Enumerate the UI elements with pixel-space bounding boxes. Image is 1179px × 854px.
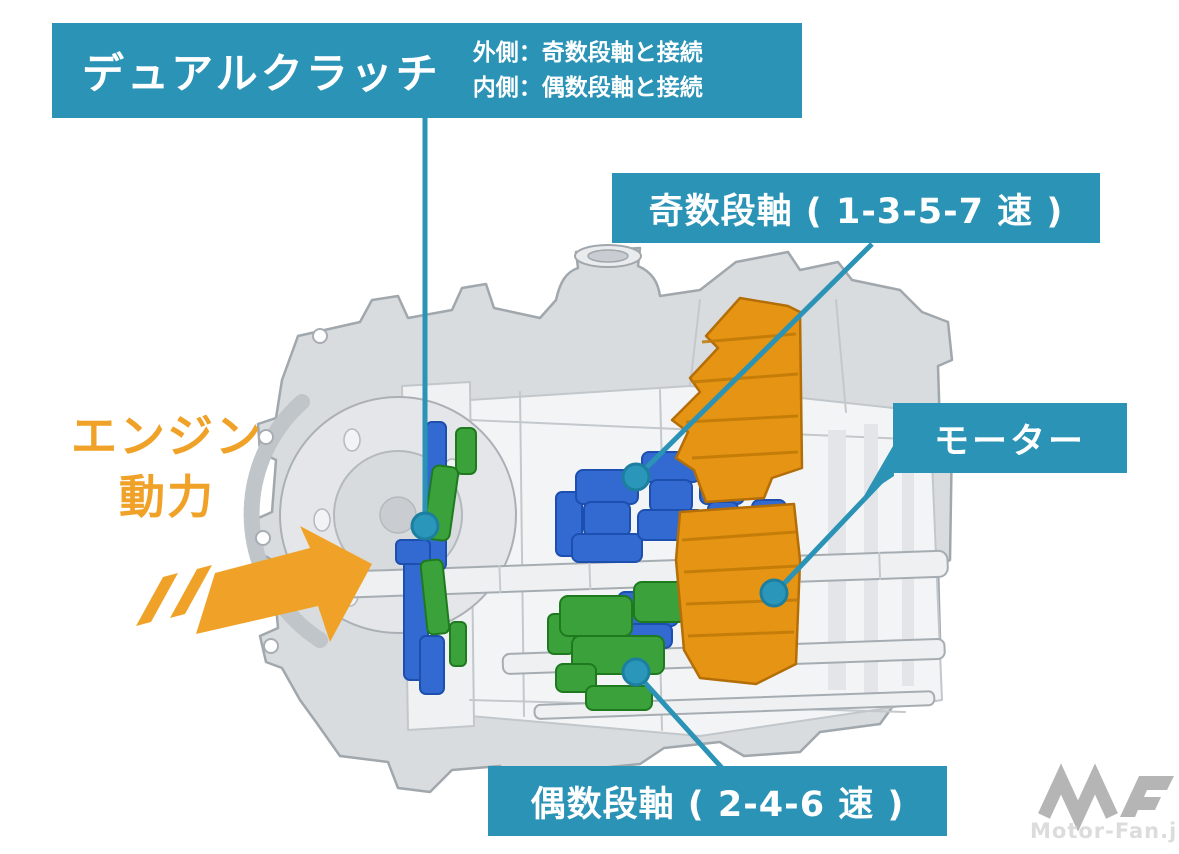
engine-power-line1: エンジン	[71, 409, 263, 463]
ring-gear-arc	[243, 394, 328, 648]
flange-bolt-holes	[255, 328, 328, 654]
endpoint-motor	[759, 578, 789, 608]
filler-neck-hole	[587, 249, 629, 263]
leader-lines	[422, 118, 894, 770]
engine-power-text: エンジン 動力	[52, 406, 282, 527]
leader-endpoints	[410, 462, 789, 687]
watermark-text: Motor-Fan.jp	[1030, 819, 1179, 843]
motor-fan-logo	[1038, 763, 1174, 832]
motor-label-tail	[864, 446, 894, 496]
leader-odd-shaft	[638, 242, 874, 476]
dual-clutch-notes: 外側：奇数段軸と接続 内側：偶数段軸と接続	[473, 36, 703, 105]
label-even-shaft: 偶数段軸 ( 2-4-6 速 )	[488, 766, 947, 836]
label-motor: モーター	[893, 403, 1127, 473]
engine-power-line2: 動力	[119, 469, 215, 524]
label-odd-shaft: 奇数段軸 ( 1-3-5-7 速 )	[612, 173, 1100, 243]
endpoint-dual-clutch	[410, 511, 440, 541]
dual-clutch-title: デュアルクラッチ	[82, 49, 441, 98]
speed-stripe-1	[136, 573, 178, 626]
speed-stripe-2	[170, 565, 212, 618]
endpoint-even-shaft	[621, 657, 651, 687]
bottom-shaft	[533, 690, 936, 720]
arrow-body	[196, 526, 372, 642]
endpoint-odd-shaft	[621, 462, 651, 492]
leader-even-shaft	[636, 673, 724, 770]
dual-clutch-note-inner: 内側：偶数段軸と接続	[472, 74, 703, 101]
engine-power-arrow	[136, 526, 372, 642]
dual-clutch-note-outer: 外側：奇数段軸と接続	[472, 40, 703, 66]
label-dual-clutch: デュアルクラッチ 外側：奇数段軸と接続 内側：偶数段軸と接続	[52, 23, 802, 118]
